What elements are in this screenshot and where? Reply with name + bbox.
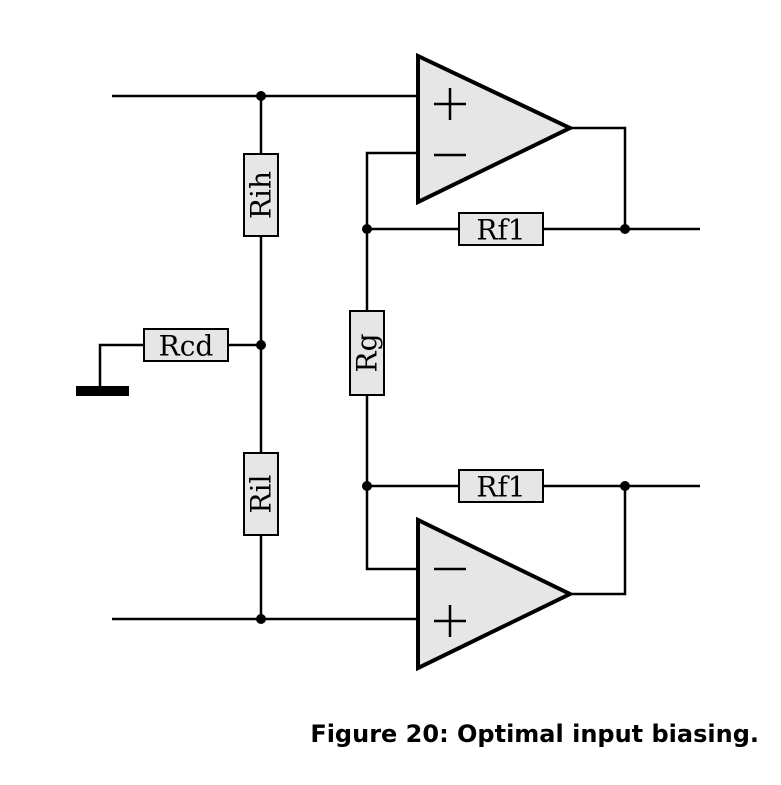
resistor-label-rf1-bottom: Rf1 — [476, 471, 525, 504]
junction-node — [362, 481, 372, 491]
figure-caption: Figure 20: Optimal input biasing. — [310, 720, 759, 748]
resistor-rcd: Rcd — [143, 328, 229, 363]
wire-bottom-output — [570, 486, 627, 596]
opamp-bottom — [416, 516, 575, 672]
resistor-label-rg: Rg — [351, 333, 384, 372]
resistor-rg: Rg — [349, 310, 385, 396]
junction-node — [256, 91, 266, 101]
junction-nodes — [256, 91, 630, 624]
opamp-bottom-body — [416, 516, 575, 672]
resistor-label-rcd: Rcd — [159, 330, 214, 363]
junction-node — [620, 224, 630, 234]
resistor-rf1-top: Rf1 — [458, 212, 544, 247]
resistor-label-ril: Ril — [245, 474, 278, 513]
wire-bottom-inverting — [365, 486, 418, 571]
resistor-ril: Ril — [243, 452, 279, 536]
resistor-rih: Rih — [243, 153, 279, 237]
junction-node — [362, 224, 372, 234]
plus-icon — [434, 605, 466, 637]
wire-top-inverting — [365, 151, 418, 229]
resistor-rf1-bottom: Rf1 — [458, 469, 544, 504]
junction-node — [256, 614, 266, 624]
junction-node — [256, 340, 266, 350]
junction-node — [620, 481, 630, 491]
resistor-label-rih: Rih — [245, 171, 278, 219]
ground-icon — [76, 386, 129, 396]
opamp-top-body — [416, 52, 575, 206]
wire-top-output — [570, 126, 627, 229]
opamp-top — [416, 52, 575, 206]
resistor-label-rf1-top: Rf1 — [476, 214, 525, 247]
circuit-schematic: Rih Ril Rcd Rg Rf1 Rf1 — [76, 52, 700, 672]
plus-icon — [434, 88, 466, 120]
